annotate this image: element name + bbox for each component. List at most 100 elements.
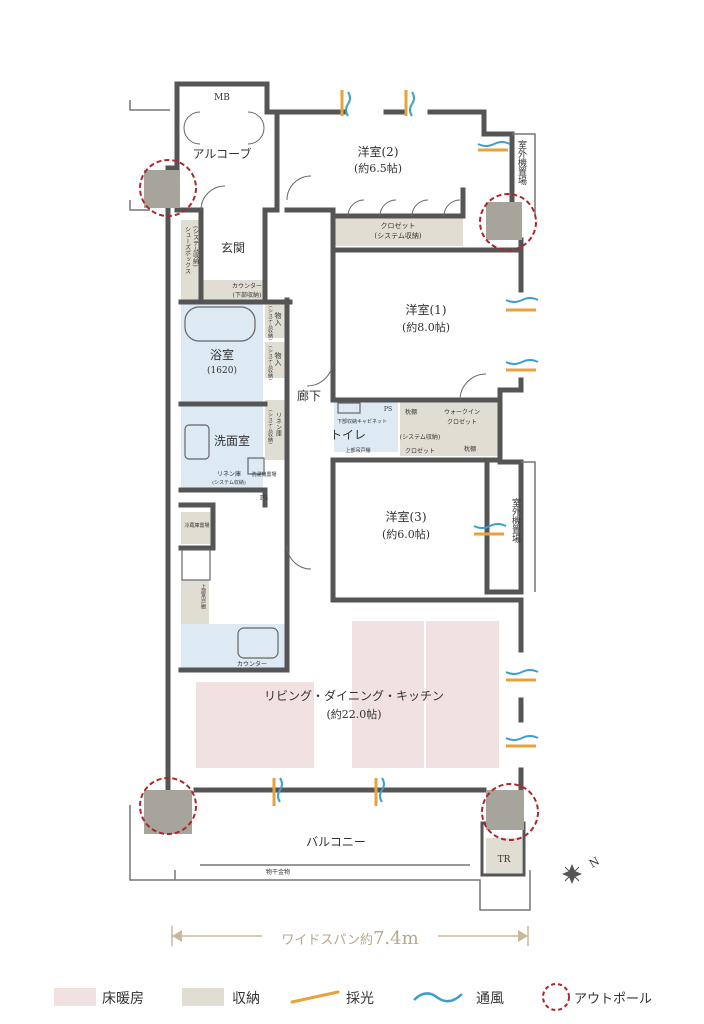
label-ldk-size: (約22.0帖) <box>326 707 381 721</box>
toilet-fixture-icon <box>337 402 361 414</box>
label-western1: 洋室(1) <box>406 302 447 317</box>
storage-shoe-box <box>181 220 201 302</box>
storage-walkin <box>400 402 500 456</box>
label-linen1: リネン庫 <box>275 412 282 437</box>
outpole-top-left <box>139 159 197 217</box>
label-ps1: PS <box>384 406 392 413</box>
label-entry-counter: カウンター <box>232 282 262 290</box>
legend-outpole: アウトポール <box>574 992 652 1007</box>
label-bath: 浴室 <box>210 347 234 362</box>
label-fridge: 冷蔵庫置場 <box>184 522 209 529</box>
label-corridor: 廊下 <box>297 388 321 403</box>
storage-upper-cabinet <box>181 580 209 626</box>
marker-right-6 <box>505 735 539 748</box>
label-toilet: トイレ <box>330 428 366 442</box>
label-outdoor-unit-mid: 室外機置場 <box>510 497 521 544</box>
legend-storage: 収納 <box>232 991 260 1007</box>
label-balcony: バルコニー <box>306 835 366 849</box>
legend: 床暖房 収納 採光 通風 アウトポール <box>54 983 652 1011</box>
label-storage1-sub: (システム収納) <box>267 306 274 340</box>
wet-area-bath <box>181 302 263 404</box>
storage-closet-top <box>333 216 463 246</box>
walls <box>165 81 524 808</box>
washbasin-icon <box>184 424 210 460</box>
label-storage2: 物入 <box>274 351 282 366</box>
label-bath-size: (1620) <box>207 365 237 376</box>
legend-swatch-storage <box>182 988 224 1006</box>
marker-right-2 <box>505 297 539 312</box>
storage-tr <box>486 838 522 874</box>
marker-top-1 <box>340 90 351 117</box>
label-shelf2: 枕棚 <box>464 445 476 453</box>
compass-icon: N <box>562 854 602 884</box>
storage-linen-1 <box>265 400 287 460</box>
label-toilet-upper: 上部吊戸棚 <box>345 447 370 454</box>
room-labels: MB アルコーブ 玄関 洋室(2) (約6.5帖) クロゼット (システム収納)… <box>184 93 527 876</box>
label-western2: 洋室(2) <box>358 144 399 159</box>
label-linen2-sub: (システム収納) <box>212 479 246 486</box>
label-storage2-sub: (システム収納) <box>267 346 274 380</box>
bathtub-icon <box>184 306 256 342</box>
wet-areas <box>181 302 398 668</box>
label-kitchen-counter: カウンター <box>237 660 267 668</box>
outpole-top-right <box>479 193 537 251</box>
label-entry-counter-sub: (下部収納) <box>233 291 262 299</box>
label-western3: 洋室(3) <box>386 509 427 524</box>
legend-outpole-icon <box>542 983 570 1011</box>
storage-fridge <box>181 512 213 544</box>
label-tr: TR <box>498 855 511 865</box>
label-western1-size: (約8.0帖) <box>402 320 450 334</box>
label-upper-cabinet: 上部吊戸棚 <box>200 583 206 610</box>
label-mb: MB <box>214 93 230 103</box>
span-label: ワイドスパン約7.4m <box>281 928 418 949</box>
floor-heating-area-living-right <box>426 621 499 768</box>
floor-heating-areas <box>196 621 499 768</box>
sink-icon <box>237 627 279 659</box>
kitchen-details <box>181 306 361 659</box>
label-walkin2: クロゼット <box>447 418 477 426</box>
floor-heating-area-dining <box>196 682 314 768</box>
storage-closet-2 <box>265 342 287 378</box>
label-shoe-box-sub: (システム収納) <box>192 226 199 267</box>
legend-floor-heating: 床暖房 <box>102 991 144 1007</box>
marker-top-2 <box>404 90 415 117</box>
label-washroom: 洗面室 <box>214 433 250 448</box>
wet-area-toilet <box>334 400 398 452</box>
outpoles <box>139 159 539 841</box>
marker-right-4 <box>473 523 507 536</box>
label-system-closet: (システム収納) <box>400 433 441 441</box>
wet-area-kitchen <box>181 624 287 668</box>
label-washer: 洗濯機置場 <box>251 471 276 478</box>
label-outdoor-unit-top: 室外機置場 <box>516 139 527 186</box>
label-closet-top-sub: (システム収納) <box>374 231 422 240</box>
daylight-ventilation-markers <box>272 90 539 806</box>
stove-icon <box>181 549 211 581</box>
label-drying: 物干金物 <box>266 868 290 876</box>
legend-daylight: 採光 <box>346 991 374 1007</box>
marker-right-1 <box>477 141 511 152</box>
legend-daylight-icon <box>290 990 340 1004</box>
outpole-bottom-left <box>139 777 197 835</box>
balcony-outline <box>129 100 536 911</box>
label-walkin: ウォークイン <box>444 408 480 416</box>
marker-bottom-1 <box>272 777 283 806</box>
legend-ventilation: 通風 <box>476 991 504 1007</box>
label-ldk: リビング・ダイニング・キッチン <box>264 688 444 703</box>
label-closet-top: クロゼット <box>381 221 416 230</box>
storage-entry-counter <box>201 280 265 302</box>
span-value: 7.4m <box>373 928 419 949</box>
outpole-bottom-right <box>481 783 539 841</box>
marker-right-3 <box>505 359 539 372</box>
marker-right-5 <box>505 669 539 682</box>
label-shoe-box: シューズボックス <box>184 226 191 274</box>
width-span: ワイドスパン約7.4m <box>171 925 529 949</box>
label-linen1-sub: (システム収納) <box>267 410 274 444</box>
label-western3-size: (約6.0帖) <box>382 527 430 541</box>
label-linen2: リネン庫 <box>217 470 241 478</box>
label-ps2: PS <box>260 495 268 502</box>
washer-icon <box>247 457 265 475</box>
label-alcove: アルコーブ <box>193 146 252 161</box>
legend-swatch-floor-heating <box>54 988 96 1006</box>
marker-bottom-2 <box>374 777 385 806</box>
